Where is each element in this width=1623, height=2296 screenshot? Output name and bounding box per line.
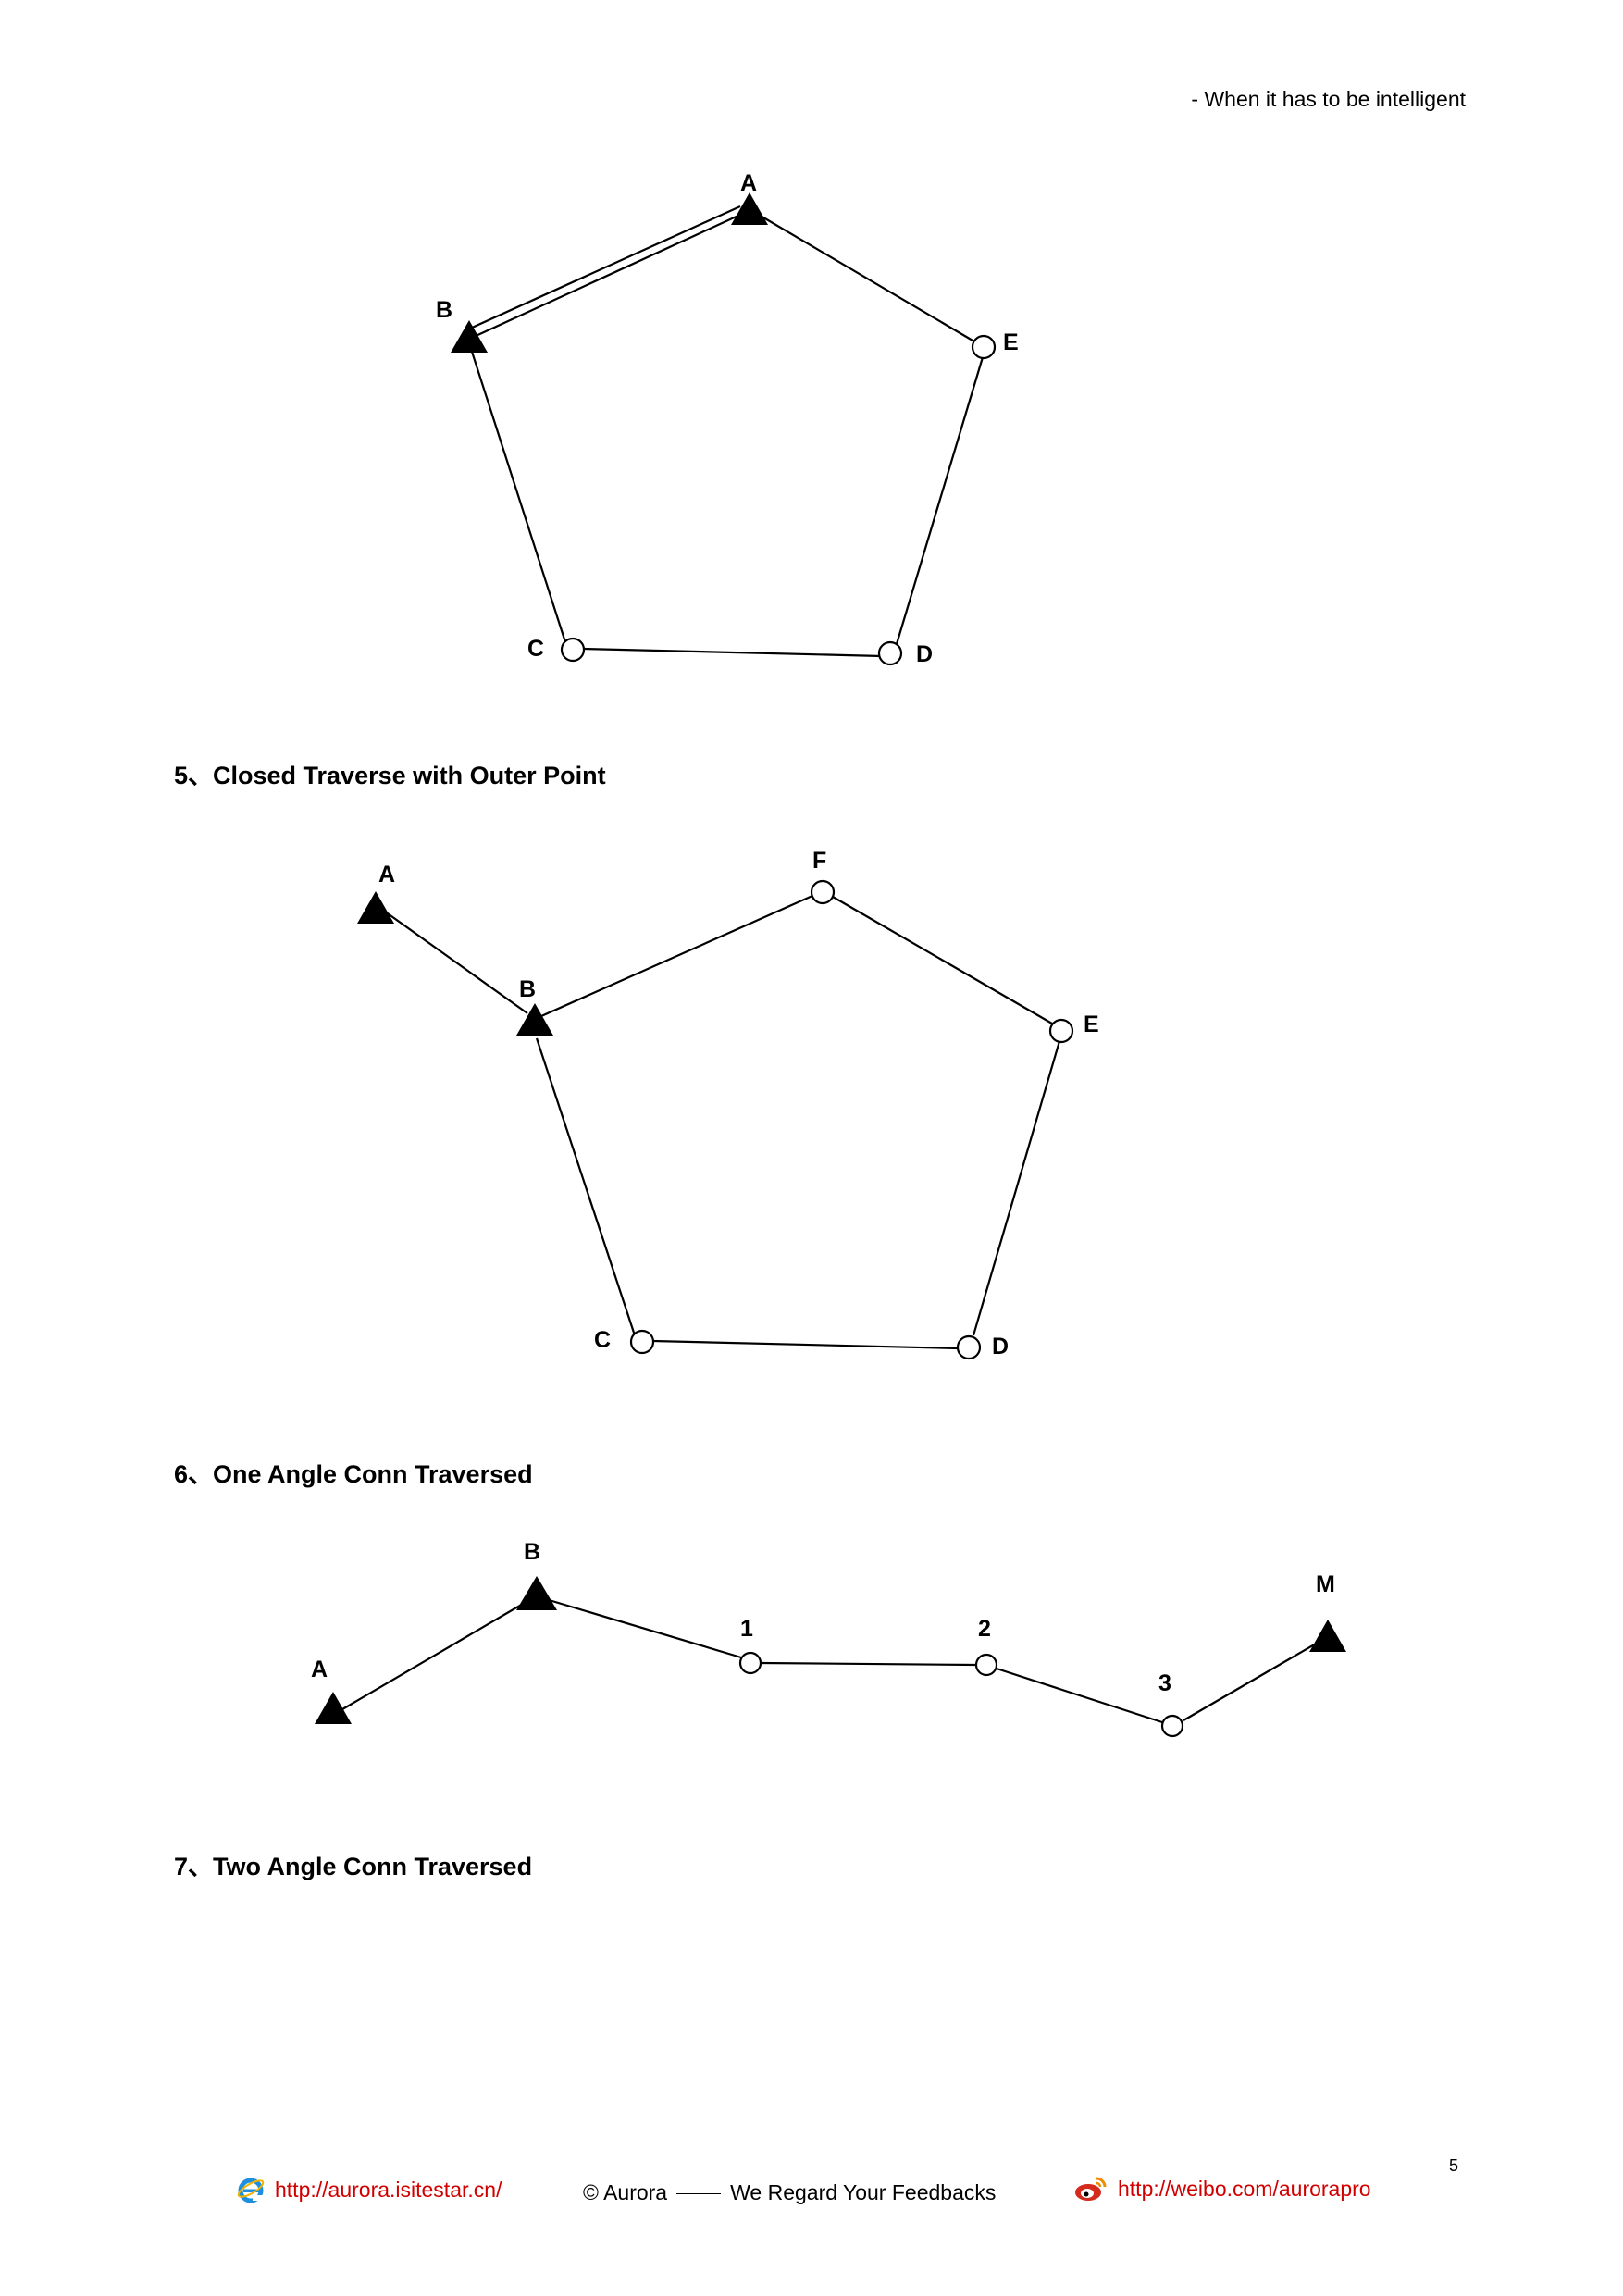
traverse-point-c-icon	[629, 1329, 655, 1355]
traverse-lines	[384, 894, 1061, 1350]
traverse-point-3-icon	[1160, 1714, 1184, 1738]
weibo-icon	[1075, 2177, 1107, 2201]
page-footer: http://aurora.isitestar.cn/ © Aurora We R…	[0, 2175, 1623, 2221]
footer-brand: © Aurora	[583, 2180, 668, 2204]
footer-right: http://weibo.com/aurorapro	[1073, 2175, 1371, 2203]
traverse-lines	[337, 1597, 1319, 1724]
label-d: D	[916, 641, 933, 667]
label-e: E	[1084, 1011, 1099, 1037]
label-c: C	[527, 636, 544, 662]
line-3-m	[1183, 1642, 1319, 1721]
label-b: B	[519, 976, 536, 1002]
section-title-6: 6、One Angle Conn Traversed	[174, 1460, 533, 1488]
line-b-f	[540, 894, 813, 1018]
control-point-b-icon	[516, 1003, 553, 1036]
label-a: A	[311, 1657, 328, 1682]
section-title-7: 7、Two Angle Conn Traversed	[174, 1853, 533, 1880]
traverse-point-e-icon	[971, 334, 997, 360]
control-point-a-icon	[315, 1692, 352, 1724]
line-a-e	[747, 207, 980, 345]
line-2-3	[996, 1667, 1163, 1724]
footer-slogan: We Regard Your Feedbacks	[730, 2180, 997, 2204]
control-point-a-icon	[357, 891, 394, 924]
line-1-2	[760, 1661, 977, 1667]
traverse-point-2-icon	[974, 1653, 998, 1677]
label-2: 2	[978, 1616, 991, 1642]
label-a: A	[378, 862, 395, 887]
label-1: 1	[740, 1616, 753, 1642]
line-c-b	[535, 1037, 637, 1336]
label-b: B	[524, 1539, 540, 1565]
label-m: M	[1316, 1571, 1335, 1597]
traverse-point-d-icon	[877, 640, 903, 666]
line-f-e	[832, 896, 1053, 1024]
label-e: E	[1003, 329, 1019, 355]
footer-center: © Aurora We Regard Your Feedbacks	[583, 2180, 996, 2205]
ie-browser-icon	[237, 2178, 265, 2203]
header-tagline: - When it has to be intelligent	[1191, 87, 1466, 111]
page-number: 5	[1448, 2156, 1458, 2175]
line-a-b	[384, 911, 528, 1014]
label-f: F	[812, 848, 826, 874]
line-a-b	[337, 1599, 530, 1713]
footer-left: http://aurora.isitestar.cn/	[236, 2175, 502, 2204]
label-a: A	[740, 170, 757, 196]
traverse-lines	[469, 205, 985, 658]
control-point-b-icon	[451, 320, 488, 353]
traverse-point-f-icon	[810, 879, 836, 905]
line-b-1	[545, 1597, 742, 1659]
line-c-b	[470, 351, 567, 643]
line-a-b-outer	[469, 205, 741, 330]
traverse-point-d-icon	[956, 1334, 982, 1360]
line-e-d	[895, 356, 985, 645]
traverse-point-1-icon	[738, 1651, 762, 1675]
line-d-c	[583, 647, 883, 658]
traverse-point-e-icon	[1048, 1018, 1074, 1044]
line-d-c	[652, 1339, 960, 1350]
footer-weibo-link[interactable]: http://weibo.com/aurorapro	[1118, 2176, 1371, 2201]
line-a-b-inner	[473, 214, 741, 338]
control-point-a-icon	[731, 192, 768, 225]
footer-divider	[676, 2193, 722, 2195]
label-3: 3	[1158, 1670, 1171, 1696]
label-d: D	[992, 1334, 1009, 1359]
control-point-b-icon	[516, 1576, 557, 1610]
section-title-5: 5、Closed Traverse with Outer Point	[174, 762, 606, 789]
control-point-m-icon	[1309, 1620, 1346, 1652]
label-c: C	[594, 1327, 611, 1353]
traverse-point-c-icon	[560, 637, 586, 663]
footer-website-link[interactable]: http://aurora.isitestar.cn/	[275, 2177, 502, 2202]
label-b: B	[436, 297, 452, 323]
line-e-d	[972, 1040, 1061, 1336]
